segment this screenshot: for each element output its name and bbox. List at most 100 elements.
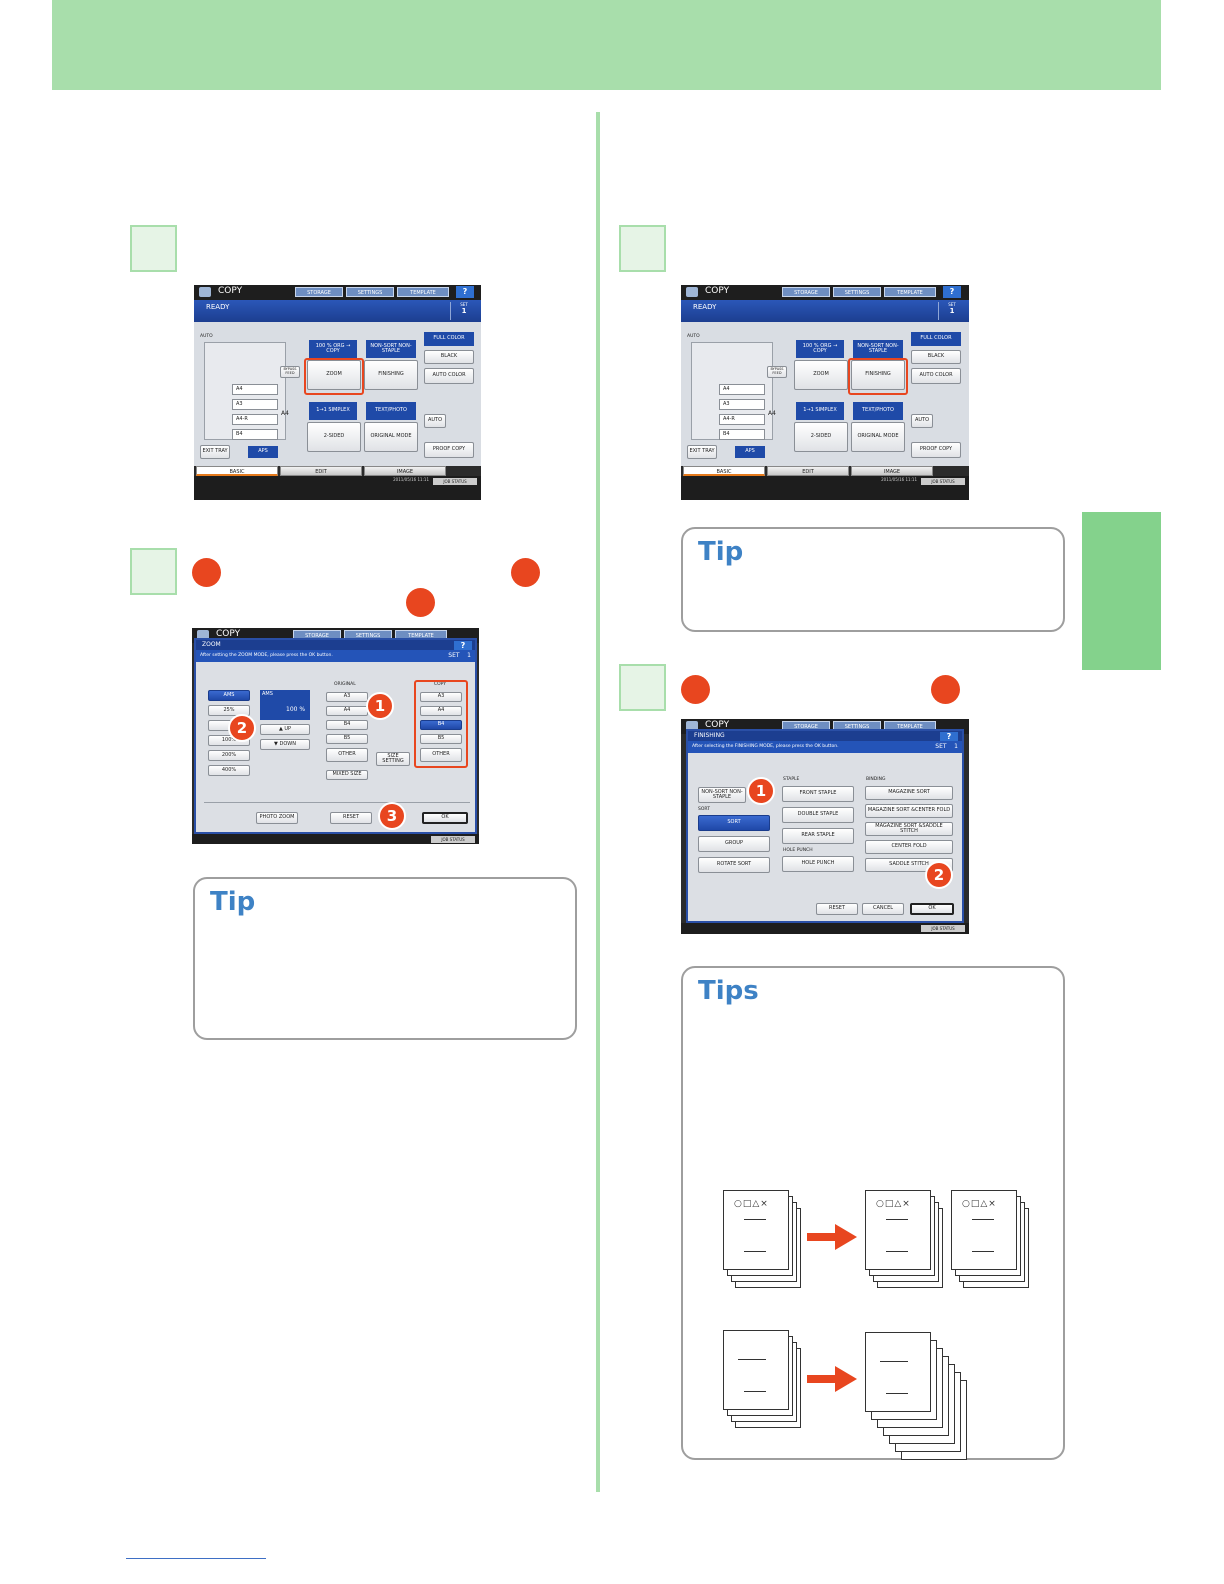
column-divider: [596, 112, 600, 1492]
storage-button[interactable]: STORAGE: [782, 287, 830, 297]
template-button[interactable]: TEMPLATE: [884, 287, 936, 297]
step-marker-4: [619, 664, 666, 711]
original-a4-button[interactable]: A4: [326, 706, 368, 716]
rear-staple-button[interactable]: REAR STAPLE: [782, 828, 854, 844]
step-marker-3: [619, 225, 666, 272]
magazine-center-fold-button[interactable]: MAGAZINE SORT &CENTER FOLD: [865, 804, 953, 818]
ok-button[interactable]: OK: [422, 812, 468, 824]
tray-1[interactable]: A4: [232, 384, 278, 395]
reset-button[interactable]: RESET: [816, 903, 858, 915]
auto-color-button[interactable]: AUTO COLOR: [911, 368, 961, 384]
photo-zoom-button[interactable]: PHOTO ZOOM: [256, 812, 298, 824]
bypass-feed-button[interactable]: BYPASS FEED: [767, 366, 787, 378]
original-a3-button[interactable]: A3: [326, 692, 368, 702]
copy-b5-button[interactable]: B5: [420, 734, 462, 744]
tray-4[interactable]: B4: [719, 429, 765, 440]
ams-button[interactable]: AMS: [208, 690, 250, 701]
set-value: 1: [461, 307, 467, 315]
group-button[interactable]: GROUP: [698, 836, 770, 852]
settings-button[interactable]: SETTINGS: [346, 287, 394, 297]
front-staple-button[interactable]: FRONT STAPLE: [782, 786, 854, 802]
full-color-button[interactable]: FULL COLOR: [424, 332, 474, 346]
zoom-button[interactable]: ZOOM: [794, 360, 848, 390]
help-button[interactable]: ?: [943, 286, 961, 298]
tab-image[interactable]: IMAGE: [364, 466, 446, 476]
sort-source-stack: ○□△×: [723, 1190, 813, 1290]
job-status-button[interactable]: JOB STATUS: [431, 836, 475, 843]
zoom-button[interactable]: ZOOM: [307, 360, 361, 390]
proof-copy-button[interactable]: PROOF COPY: [424, 442, 474, 458]
proof-copy-button[interactable]: PROOF COPY: [911, 442, 961, 458]
mixed-size-button[interactable]: MIXED SIZE: [326, 770, 368, 780]
tab-basic[interactable]: BASIC: [196, 466, 278, 476]
copy-a4-button[interactable]: A4: [420, 706, 462, 716]
preset-100-button[interactable]: 100%: [208, 735, 250, 746]
job-status-button[interactable]: JOB STATUS: [921, 925, 965, 932]
job-status-button[interactable]: JOB STATUS: [433, 478, 477, 485]
non-sort-button[interactable]: NON-SORT NON-STAPLE: [698, 787, 746, 803]
copy-b4-button[interactable]: B4: [420, 720, 462, 730]
storage-button[interactable]: STORAGE: [295, 287, 343, 297]
magazine-saddle-stitch-button[interactable]: MAGAZINE SORT &SADDLE STITCH: [865, 822, 953, 836]
help-button[interactable]: ?: [456, 286, 474, 298]
tray-1[interactable]: A4: [719, 384, 765, 395]
tray-4[interactable]: B4: [232, 429, 278, 440]
size-setting-button[interactable]: SIZE SETTING: [376, 752, 410, 766]
cancel-button[interactable]: CANCEL: [862, 903, 904, 915]
finishing-button[interactable]: FINISHING: [364, 360, 418, 390]
zoom-down-button[interactable]: ▼ DOWN: [260, 739, 310, 750]
tab-edit[interactable]: EDIT: [767, 466, 849, 476]
original-b4-button[interactable]: B4: [326, 720, 368, 730]
black-button[interactable]: BLACK: [911, 350, 961, 364]
tip-box: Tip: [193, 877, 577, 1040]
rotate-sort-button[interactable]: ROTATE SORT: [698, 857, 770, 873]
copy-a3-button[interactable]: A3: [420, 692, 462, 702]
double-staple-button[interactable]: DOUBLE STAPLE: [782, 807, 854, 823]
original-other-button[interactable]: OTHER: [326, 748, 368, 762]
full-color-button[interactable]: FULL COLOR: [911, 332, 961, 346]
auto-density-button[interactable]: AUTO: [424, 414, 446, 428]
tray-3[interactable]: A4-R: [719, 414, 765, 425]
two-sided-button[interactable]: 2-SIDED: [307, 422, 361, 452]
center-fold-button[interactable]: CENTER FOLD: [865, 840, 953, 854]
help-button[interactable]: ?: [940, 732, 958, 741]
settings-button[interactable]: SETTINGS: [833, 287, 881, 297]
help-button[interactable]: ?: [454, 641, 472, 650]
copy-basic-screen-finishing: COPY STORAGE SETTINGS TEMPLATE ? READY S…: [681, 285, 969, 500]
job-status-button[interactable]: JOB STATUS: [921, 478, 965, 485]
original-b5-button[interactable]: B5: [326, 734, 368, 744]
ok-button[interactable]: OK: [910, 903, 954, 915]
copy-icon: [197, 630, 209, 640]
magazine-sort-button[interactable]: MAGAZINE SORT: [865, 786, 953, 800]
aps-button[interactable]: APS: [248, 446, 278, 458]
auto-density-button[interactable]: AUTO: [911, 414, 933, 428]
two-sided-button[interactable]: 2-SIDED: [794, 422, 848, 452]
zoom-up-button[interactable]: ▲ UP: [260, 724, 310, 735]
set-value: 1: [467, 652, 471, 659]
preset-400-button[interactable]: 400%: [208, 765, 250, 776]
finishing-button[interactable]: FINISHING: [851, 360, 905, 390]
exit-tray-button[interactable]: EXIT TRAY: [687, 445, 717, 459]
black-button[interactable]: BLACK: [424, 350, 474, 364]
tab-image[interactable]: IMAGE: [851, 466, 933, 476]
hole-punch-button[interactable]: HOLE PUNCH: [782, 856, 854, 872]
auto-color-button[interactable]: AUTO COLOR: [424, 368, 474, 384]
reset-button[interactable]: RESET: [330, 812, 372, 824]
set-label: SET: [948, 302, 956, 307]
tray-2[interactable]: A3: [719, 399, 765, 410]
sort-button[interactable]: SORT: [698, 815, 770, 831]
exit-tray-button[interactable]: EXIT TRAY: [200, 445, 230, 459]
tab-basic[interactable]: BASIC: [683, 466, 765, 476]
original-mode-button[interactable]: ORIGINAL MODE: [851, 422, 905, 452]
bypass-feed-button[interactable]: BYPASS FEED: [280, 366, 300, 378]
aps-button[interactable]: APS: [735, 446, 765, 458]
original-mode-button[interactable]: ORIGINAL MODE: [364, 422, 418, 452]
tray-2[interactable]: A3: [232, 399, 278, 410]
tray-3[interactable]: A4-R: [232, 414, 278, 425]
tab-edit[interactable]: EDIT: [280, 466, 362, 476]
preset-25-button[interactable]: 25%: [208, 705, 250, 716]
preset-200-button[interactable]: 200%: [208, 750, 250, 761]
down-arrow-icon: ▼: [274, 740, 280, 747]
template-button[interactable]: TEMPLATE: [397, 287, 449, 297]
copy-other-button[interactable]: OTHER: [420, 748, 462, 762]
